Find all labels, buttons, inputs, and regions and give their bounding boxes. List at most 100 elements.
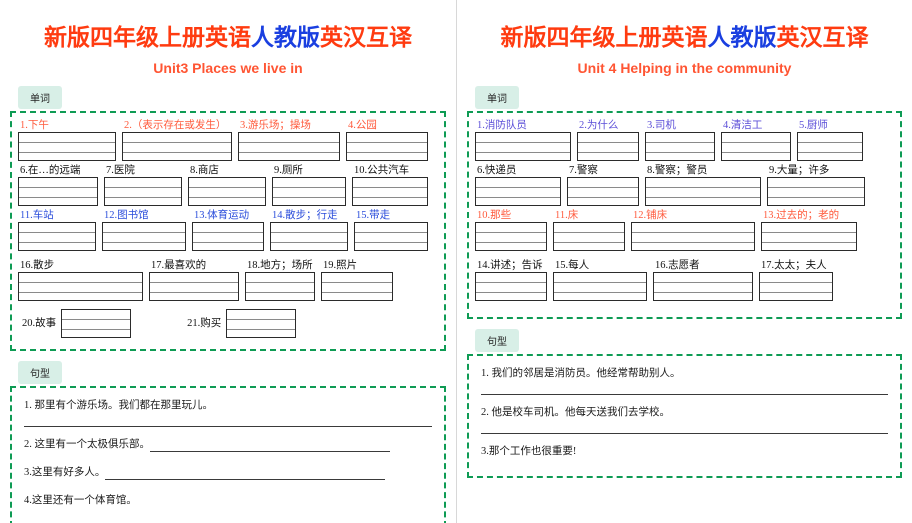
- word-entry: 8.警察；警员: [645, 164, 761, 206]
- word-answer-box[interactable]: [321, 272, 393, 301]
- answer-box-rule: [193, 232, 263, 233]
- answer-box-rule: [798, 152, 862, 153]
- word-entry: 15.每人: [553, 259, 647, 301]
- answer-box-rule: [578, 152, 638, 153]
- section-badge-sentences-right: 句型: [475, 329, 519, 352]
- word-answer-box[interactable]: [104, 177, 182, 206]
- answer-write-line[interactable]: [481, 393, 888, 395]
- answer-write-line[interactable]: [105, 468, 386, 480]
- word-answer-box[interactable]: [245, 272, 315, 301]
- word-answer-box[interactable]: [352, 177, 428, 206]
- word-answer-box[interactable]: [567, 177, 639, 206]
- answer-write-line[interactable]: [481, 432, 888, 434]
- answer-box-rule: [554, 282, 646, 283]
- word-answer-box[interactable]: [272, 177, 346, 206]
- word-answer-box[interactable]: [475, 222, 547, 251]
- answer-box-rule: [722, 152, 790, 153]
- answer-box-rule: [632, 242, 754, 243]
- section-badge-words-left: 单词: [18, 86, 62, 109]
- word-entry-label: 4.清洁工: [723, 120, 763, 131]
- word-answer-box[interactable]: [759, 272, 833, 301]
- word-answer-box[interactable]: [18, 272, 143, 301]
- word-answer-box[interactable]: [577, 132, 639, 161]
- word-entry: 17.最喜欢的: [149, 259, 239, 301]
- word-answer-box[interactable]: [645, 177, 761, 206]
- word-entry: 7.医院: [104, 164, 182, 206]
- answer-box-rule: [227, 329, 296, 330]
- answer-box-rule: [646, 187, 760, 188]
- word-entry: 1.下午: [18, 119, 116, 161]
- answer-box-rule: [19, 152, 115, 153]
- answer-box-rule: [19, 232, 95, 233]
- answer-box-rule: [62, 319, 131, 320]
- word-answer-box[interactable]: [149, 272, 239, 301]
- worksheet-column-left: 新版四年级上册英语人教版英汉互译 Unit3 Places we live in…: [10, 24, 446, 523]
- word-entry-label: 3.司机: [647, 120, 676, 131]
- word-entry: 9.厕所: [272, 164, 346, 206]
- word-answer-box[interactable]: [122, 132, 232, 161]
- word-answer-box[interactable]: [18, 222, 96, 251]
- answer-box-rule: [760, 282, 832, 283]
- word-answer-box[interactable]: [653, 272, 753, 301]
- word-answer-box[interactable]: [102, 222, 186, 251]
- unit-subtitle-left: Unit3 Places we live in: [153, 60, 303, 76]
- word-answer-box[interactable]: [767, 177, 865, 206]
- word-answer-box[interactable]: [721, 132, 791, 161]
- answer-box-rule: [19, 187, 97, 188]
- word-entry: 4.公园: [346, 119, 428, 161]
- word-entry: 16.志愿者: [653, 259, 753, 301]
- word-entry-label: 15.带走: [356, 210, 391, 221]
- word-entry-label: 20.故事: [22, 318, 57, 329]
- word-answer-box[interactable]: [553, 272, 647, 301]
- answer-box-rule: [19, 242, 95, 243]
- answer-box-rule: [19, 142, 115, 143]
- word-answer-box[interactable]: [192, 222, 264, 251]
- word-entry-label: 4.公园: [348, 120, 377, 131]
- section-badge-words-right: 单词: [475, 86, 519, 109]
- word-answer-box[interactable]: [188, 177, 266, 206]
- word-answer-box[interactable]: [761, 222, 857, 251]
- word-answer-box[interactable]: [553, 222, 625, 251]
- word-row: 20.故事 21.购买: [18, 309, 438, 338]
- answer-box-rule: [654, 292, 752, 293]
- word-answer-box[interactable]: [797, 132, 863, 161]
- word-entry: 3.司机: [645, 119, 715, 161]
- word-answer-box[interactable]: [346, 132, 428, 161]
- word-answer-box[interactable]: [238, 132, 340, 161]
- word-answer-box[interactable]: [475, 272, 547, 301]
- word-entry-label: 10.那些: [477, 210, 512, 221]
- word-answer-box[interactable]: [18, 177, 98, 206]
- answer-box-rule: [105, 187, 181, 188]
- word-answer-box[interactable]: [354, 222, 428, 251]
- sentence-text: 3.这里有好多人。: [24, 467, 106, 478]
- answer-write-line[interactable]: [24, 425, 432, 427]
- word-entry: 11.车站: [18, 209, 96, 251]
- word-entry-label: 8.商店: [190, 165, 219, 176]
- word-entry: 2.为什么: [577, 119, 639, 161]
- answer-box-rule: [239, 142, 339, 143]
- answer-box-rule: [798, 142, 862, 143]
- word-answer-box[interactable]: [270, 222, 348, 251]
- word-entry-label: 17.太太；夫人: [761, 260, 827, 271]
- answer-box-rule: [646, 197, 760, 198]
- answer-write-line[interactable]: [150, 440, 390, 452]
- word-answer-box[interactable]: [18, 132, 116, 161]
- word-answer-box[interactable]: [226, 309, 297, 338]
- answer-box-rule: [271, 242, 347, 243]
- word-entry-label: 12.铺床: [633, 210, 668, 221]
- sentence-text: 3.那个工作也很重要!: [481, 446, 577, 457]
- word-answer-box[interactable]: [631, 222, 755, 251]
- word-answer-box[interactable]: [475, 132, 571, 161]
- word-entry-label: 21.购买: [187, 318, 222, 329]
- answer-box-rule: [353, 187, 427, 188]
- word-entry-label: 10.公共汽车: [354, 165, 410, 176]
- word-entry-label: 8.警察；警员: [647, 165, 708, 176]
- word-answer-box[interactable]: [475, 177, 561, 206]
- word-entry-label: 5.厨师: [799, 120, 828, 131]
- word-answer-box[interactable]: [645, 132, 715, 161]
- word-entry: 9.大量；许多: [767, 164, 865, 206]
- word-entry: 14.讲述；告诉: [475, 259, 547, 301]
- word-answer-box[interactable]: [61, 309, 132, 338]
